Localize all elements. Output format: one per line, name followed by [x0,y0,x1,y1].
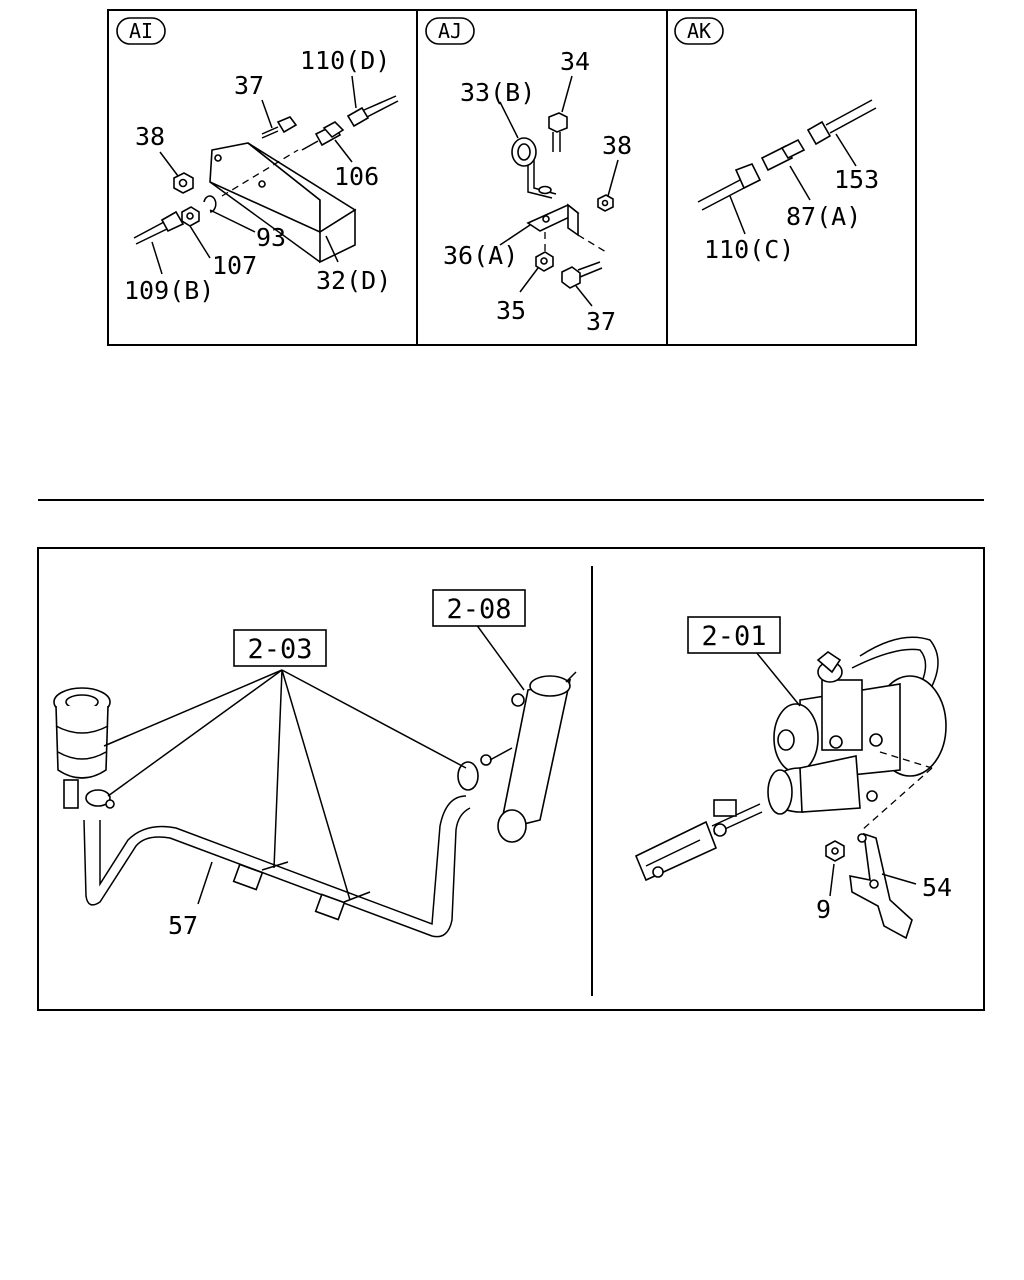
label-33b: 33(B) [460,78,535,107]
panel-ai-leaders [151,75,357,275]
bolt-37-aj [561,261,603,289]
svg-text:AK: AK [687,19,711,43]
label-54: 54 [922,873,952,902]
reservoir [53,687,115,809]
panel-aj-leaders [499,75,619,307]
svg-text:2-03: 2-03 [247,634,312,665]
connector-106 [301,121,345,151]
bottom-panel-frame [37,547,985,1011]
hose-153 [806,99,877,146]
pipe-fitting [457,747,513,791]
bracket-36a [526,203,580,237]
label-9: 9 [816,895,831,924]
hose-109b [133,210,185,245]
nut-38-aj [597,194,614,212]
label-110d: 110(D) [300,46,390,75]
top-panels-frame [107,9,917,346]
nut-9 [825,840,845,862]
label-35: 35 [496,296,526,325]
ref-203-leaders [103,623,525,905]
panel-aj: AJ [425,17,632,336]
label-93: 93 [256,223,286,252]
hose-110c [697,162,762,211]
panel-ai-tag: AI [116,17,166,45]
clamp-33b [511,137,557,199]
bolt-34 [548,112,568,152]
label-110c: 110(C) [704,235,794,264]
slave-cylinder [497,671,577,843]
ref-box-201: 2-01 [687,616,781,654]
label-37-aj: 37 [586,307,616,336]
clutch-booster [767,636,947,815]
ref-box-203: 2-03 [233,629,327,667]
panel-ak-tag: AK [674,17,724,45]
push-rod-clevis [634,799,763,882]
nut-38 [173,172,194,194]
label-38: 38 [135,122,165,151]
bracket-54 [849,832,913,940]
label-87a: 87(A) [786,202,861,231]
connector-87a [760,138,806,172]
svg-text:AJ: AJ [438,19,462,43]
ref-box-208: 2-08 [432,589,526,627]
label-34: 34 [560,47,590,76]
panel-ak-leaders [729,133,857,235]
bottom-right-assembly: 2-01 54 9 [634,616,952,940]
nut-107 [181,206,200,227]
label-37: 37 [234,71,264,100]
nut-35 [535,251,554,272]
label-109b: 109(B) [124,276,214,305]
bolt-37 [261,116,298,139]
bottom-left-assembly: 2-03 2-08 57 [53,589,577,940]
panel-ak: AK 153 87(A) 110(C) [674,17,879,264]
panel-right-leaders [755,651,917,897]
label-38-aj: 38 [602,131,632,160]
label-32d: 32(D) [316,266,391,295]
panel-aj-tag: AJ [425,17,475,45]
label-36a: 36(A) [443,241,518,270]
pipe-57 [83,795,471,938]
svg-text:AI: AI [129,19,153,43]
label-153: 153 [834,165,879,194]
bracket-32d [209,142,357,264]
hose-110d [346,95,399,128]
panel-ai: AI [116,17,399,305]
label-107: 107 [212,251,257,280]
label-106: 106 [334,162,379,191]
washer-93 [203,195,217,213]
label-57: 57 [168,911,198,940]
svg-text:2-01: 2-01 [701,621,766,652]
svg-text:2-08: 2-08 [446,594,511,625]
